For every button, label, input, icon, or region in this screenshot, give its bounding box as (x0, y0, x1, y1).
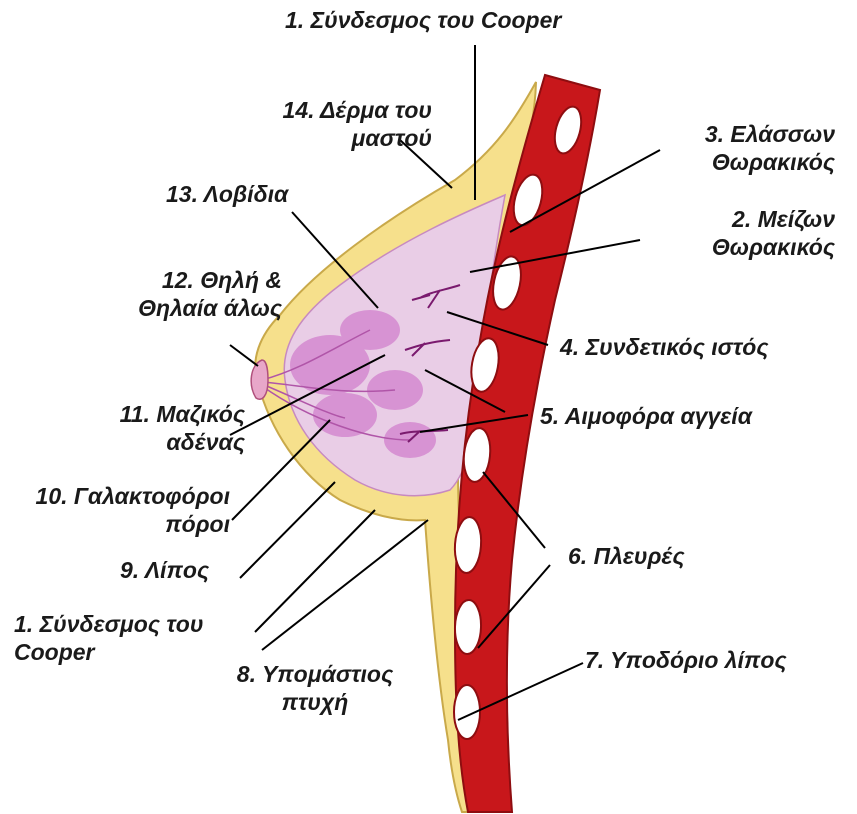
label-fat: 9. Λίπος (120, 556, 209, 584)
label-line: αδένας (60, 428, 245, 456)
leader-nipple (230, 345, 258, 366)
leader-cooper-bottom (255, 510, 375, 632)
label-cooper-ligament-top: 1. Σύνδεσμος του Cooper (285, 6, 561, 34)
label-line: πτυχή (215, 688, 415, 716)
label-line: 10. Γαλακτοφόροι (5, 482, 230, 510)
label-cooper-ligament-bottom: 1. Σύνδεσμος του Cooper (14, 610, 203, 666)
label-blood-vessels: 5. Αιμοφόρα αγγεία (540, 402, 752, 430)
label-line: Θηλαία άλως (42, 294, 282, 322)
label-nipple-areola: 12. Θηλή & Θηλαία άλως (42, 266, 282, 322)
label-line: Cooper (14, 638, 203, 666)
label-ribs: 6. Πλευρές (568, 542, 685, 570)
label-inframammary-fold: 8. Υπομάστιος πτυχή (215, 660, 415, 716)
label-subcutaneous-fat: 7. Υποδόριο λίπος (585, 646, 787, 674)
label-mammary-gland: 11. Μαζικός αδένας (60, 400, 245, 456)
label-pectoralis-major: 2. Μείζων Θωρακικός (640, 205, 835, 261)
nipple-areola (251, 360, 268, 399)
label-line: 3. Ελάσσων (640, 120, 835, 148)
label-line: Θωρακικός (640, 148, 835, 176)
label-lobules: 13. Λοβίδια (166, 180, 288, 208)
label-line: 12. Θηλή & (42, 266, 282, 294)
label-connective-tissue: 4. Συνδετικός ιστός (560, 333, 769, 361)
label-line: Θωρακικός (640, 233, 835, 261)
label-line: 11. Μαζικός (60, 400, 245, 428)
label-line: 1. Σύνδεσμος του (14, 610, 203, 638)
label-line: 14. Δέρμα του (232, 96, 432, 124)
label-pectoralis-minor: 3. Ελάσσων Θωρακικός (640, 120, 835, 176)
label-line: 8. Υπομάστιος (215, 660, 415, 688)
label-line: μαστού (232, 124, 432, 152)
label-line: πόροι (5, 510, 230, 538)
label-lactiferous-ducts: 10. Γαλακτοφόροι πόροι (5, 482, 230, 538)
label-breast-skin: 14. Δέρμα του μαστού (232, 96, 432, 152)
label-line: 2. Μείζων (640, 205, 835, 233)
